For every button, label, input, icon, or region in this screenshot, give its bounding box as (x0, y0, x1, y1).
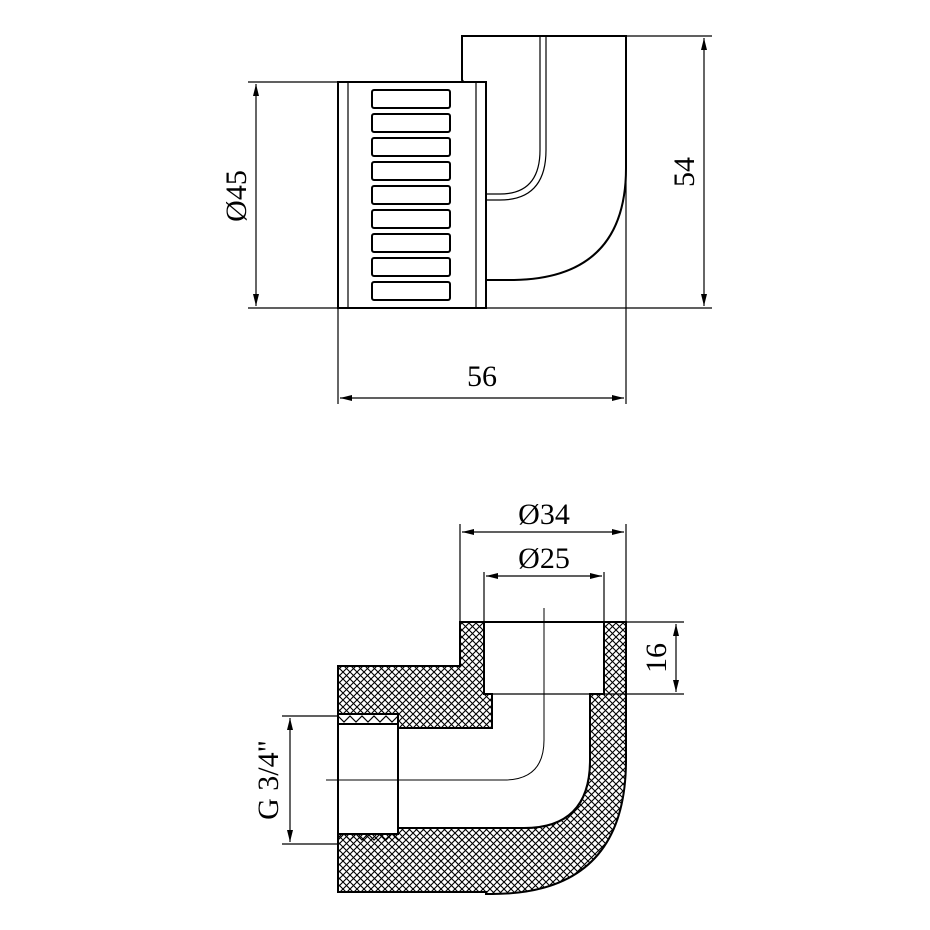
grip-rib (371, 137, 451, 157)
grip-rib (371, 209, 451, 229)
dim-socket-outer-diameter: Ø34 (518, 498, 570, 531)
grip-rib (371, 281, 451, 301)
dim-width: 56 (467, 360, 497, 393)
grip-rib (371, 257, 451, 277)
dim-height: 54 (668, 157, 701, 187)
thread-teeth-top (337, 715, 399, 723)
side-view: Ø45 54 56 (220, 35, 712, 404)
grip-rib (371, 161, 451, 181)
center-line (326, 608, 545, 781)
grip-rib (371, 233, 451, 253)
threaded-bore (337, 723, 399, 835)
dim-socket-depth: 16 (640, 643, 673, 673)
grip-rib (371, 89, 451, 109)
elbow-inner-line (486, 36, 541, 195)
section-view: Ø34 Ø25 16 G 3/4" (252, 498, 684, 895)
thread-teeth-bottom (337, 833, 399, 841)
dim-outer-diameter: Ø45 (220, 170, 253, 222)
dim-thread: G 3/4" (252, 740, 285, 820)
elbow-inner-line-2 (486, 36, 547, 201)
grip-ribs (371, 89, 451, 301)
grip-rib (371, 185, 451, 205)
bore-cavity (397, 621, 605, 829)
grip-rib (371, 113, 451, 133)
dim-socket-inner-diameter: Ø25 (518, 542, 570, 575)
